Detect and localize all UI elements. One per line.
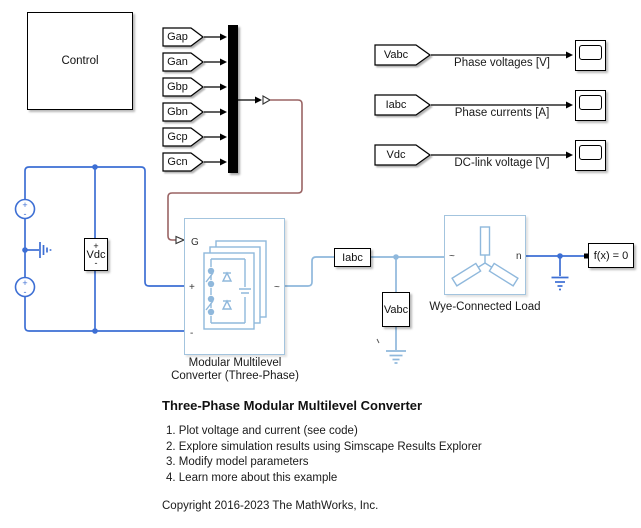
monitor-signal-lines[interactable] <box>431 51 573 159</box>
scope-screen-icon <box>579 95 602 110</box>
sensor-minus-label: - <box>94 257 98 268</box>
ac-ground-icon[interactable] <box>386 350 406 364</box>
from-tag-gcp[interactable]: Gcp <box>163 128 192 146</box>
source-plus-label: + <box>22 200 27 210</box>
neutral-wires[interactable] <box>526 255 588 276</box>
tag-label: Iabc <box>385 99 407 111</box>
wye-load-icon: ~ n <box>449 226 522 287</box>
iabc-current-sensor-block[interactable]: Iabc <box>334 248 371 267</box>
scope-screen-icon <box>579 145 602 160</box>
model-notes-list: 1. Plot voltage and current (see code) 2… <box>166 424 482 486</box>
converter-label-line2: Converter (Three-Phase) <box>171 370 299 382</box>
tag-label: Gcp <box>167 131 188 143</box>
port-label-plus: + <box>189 282 195 293</box>
tag-label: Gan <box>167 56 188 68</box>
port-label-n: n <box>516 251 522 262</box>
solver-label: f(x) = 0 <box>593 249 629 262</box>
converter-g-port-icon <box>175 235 186 245</box>
note-item-3: 3. Modify model parameters <box>166 456 309 468</box>
converter-block-label: Modular Multilevel Converter (Three-Phas… <box>155 357 315 383</box>
from-tag-vabc[interactable]: Vabc <box>375 45 417 65</box>
model-title: Three-Phase Modular Multilevel Converter <box>162 398 423 413</box>
signal-label-phase-currents: Phase currents [A] <box>454 107 550 119</box>
signal-label-dc-link-voltage: DC-link voltage [V] <box>454 157 550 169</box>
scope-dc-link-voltage[interactable] <box>575 140 606 171</box>
from-tag-gbp[interactable]: Gbp <box>163 78 192 96</box>
wye-load-label: Wye-Connected Load <box>429 301 541 313</box>
junction-dot <box>557 253 563 259</box>
source-plus-label: + <box>22 278 27 288</box>
junction-dot <box>92 164 98 170</box>
note-item-1: 1. Plot voltage and current (see code) <box>166 425 358 437</box>
wye-connected-load-block[interactable]: ~ n <box>444 215 526 295</box>
monitor-tag-shapes[interactable] <box>374 44 432 166</box>
converter-label-line1: Modular Multilevel <box>188 357 282 369</box>
port-label-minus: - <box>190 328 193 339</box>
dc-source-lower[interactable]: + - <box>14 276 36 298</box>
solver-configuration-block[interactable]: f(x) = 0 <box>588 243 634 268</box>
from-tag-vdc[interactable]: Vdc <box>375 145 417 165</box>
from-tag-gbn[interactable]: Gbn <box>163 103 192 121</box>
from-tag-iabc[interactable]: Iabc <box>375 95 417 115</box>
from-tag-gcn[interactable]: Gcn <box>163 153 192 171</box>
control-subsystem-block[interactable]: Control <box>27 12 133 110</box>
dc-ground-icon[interactable] <box>39 242 52 258</box>
gate-tag-shapes[interactable] <box>162 27 204 172</box>
tag-label: Gbp <box>167 81 188 93</box>
scope-phase-voltages[interactable] <box>575 40 606 71</box>
note-item-4: 4. Learn more about this example <box>166 471 338 484</box>
tag-label: Gcn <box>167 156 188 168</box>
source-minus-label: - <box>24 209 27 219</box>
tag-label: Vdc <box>386 149 406 161</box>
copyright-text: Copyright 2016-2023 The MathWorks, Inc. <box>162 500 379 512</box>
sensor-name-label: Vabc <box>383 303 409 316</box>
port-label-ac: ~ <box>449 251 455 262</box>
tag-label: Vabc <box>383 49 409 61</box>
vdc-voltage-sensor-block[interactable]: + Vdc - <box>84 238 108 271</box>
junction-dot <box>22 247 28 253</box>
ac-circuit-wires[interactable] <box>285 256 444 350</box>
scope-phase-currents[interactable] <box>575 90 606 121</box>
gate-bus-wire[interactable] <box>167 99 303 241</box>
from-tag-gan[interactable]: Gan <box>163 53 192 71</box>
neutral-ground-icon[interactable] <box>551 276 569 291</box>
junction-dot <box>92 328 98 334</box>
dc-source-upper[interactable]: + - <box>14 198 36 220</box>
vabc-voltage-sensor-block[interactable]: Vabc <box>382 292 410 327</box>
from-tag-gap[interactable]: Gap <box>163 28 192 46</box>
signal-label-phase-voltages: Phase voltages [V] <box>454 57 550 69</box>
source-minus-label: - <box>24 287 27 297</box>
mmc-converter-icon: G + - ~ <box>189 237 280 339</box>
signal-conversion-icon <box>262 95 272 105</box>
mux-block[interactable] <box>228 25 238 173</box>
note-item-2: 2. Explore simulation results using Sims… <box>166 440 482 453</box>
mux-output-line[interactable] <box>238 95 272 105</box>
solver-port-nub <box>584 253 589 259</box>
sensor-name-label: Iabc <box>342 251 363 264</box>
sensor-minus-tick <box>376 338 380 344</box>
tag-label: Gbn <box>167 106 188 118</box>
sensor-name-label: Vdc <box>86 248 106 261</box>
port-label-g: G <box>191 237 199 248</box>
junction-dot <box>393 254 399 260</box>
tag-label: Gap <box>167 31 188 43</box>
mmc-converter-block[interactable]: G + - ~ <box>184 218 285 355</box>
scope-screen-icon <box>579 45 602 60</box>
gate-signal-lines[interactable] <box>204 33 227 166</box>
control-block-label: Control <box>61 55 99 67</box>
port-label-ac: ~ <box>274 282 280 293</box>
sensor-plus-label: + <box>93 240 99 251</box>
